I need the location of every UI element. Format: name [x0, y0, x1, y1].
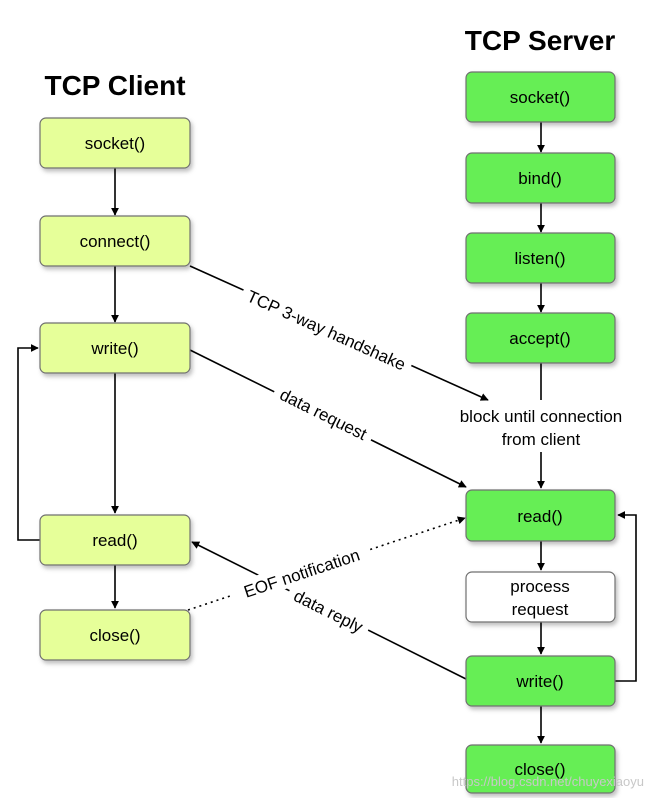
arrow-client-loop-read-write — [17, 344, 40, 541]
client-close-box: close() — [39, 609, 191, 661]
server-process-line2: request — [512, 600, 569, 619]
server-read-box: read() — [465, 489, 616, 542]
server-block-line1: block until connection — [460, 407, 623, 426]
server-arrows — [537, 122, 637, 744]
server-process-box: process request — [465, 571, 616, 623]
watermark-text: https://blog.csdn.net/chuyexiaoyu — [452, 774, 644, 789]
server-bind-label: bind() — [518, 169, 561, 188]
edge-label-handshake-group: TCP 3-way handshake — [238, 281, 416, 377]
client-write-label: write() — [90, 339, 138, 358]
server-socket-box: socket() — [465, 71, 616, 123]
client-write-box: write() — [39, 322, 191, 374]
client-socket-label: socket() — [85, 134, 145, 153]
server-write-box: write() — [465, 655, 616, 707]
server-process-line1: process — [510, 577, 570, 596]
edge-label-data-request: data request — [277, 385, 370, 444]
server-close-label: close() — [514, 760, 565, 779]
edge-label-data-reply-group: data reply — [284, 580, 374, 640]
edge-label-handshake: TCP 3-way handshake — [244, 287, 408, 375]
client-arrows — [17, 167, 119, 609]
server-accept-box: accept() — [465, 312, 616, 364]
server-block-line2: from client — [502, 430, 581, 449]
client-connect-label: connect() — [80, 232, 151, 251]
arrow-server-loop-write-read — [615, 511, 637, 682]
server-close-box: close() — [465, 744, 616, 794]
server-write-label: write() — [515, 672, 563, 691]
client-read-label: read() — [92, 531, 137, 550]
client-socket-box: socket() — [39, 117, 191, 169]
server-listen-box: listen() — [465, 232, 616, 284]
client-connect-box: connect() — [39, 215, 191, 267]
server-bind-box: bind() — [465, 152, 616, 204]
client-read-box: read() — [39, 514, 191, 566]
server-title: TCP Server — [465, 25, 616, 56]
edge-label-data-request-group: data request — [270, 379, 378, 448]
server-socket-label: socket() — [510, 88, 570, 107]
client-title: TCP Client — [44, 70, 185, 101]
server-accept-label: accept() — [509, 329, 570, 348]
server-read-label: read() — [517, 507, 562, 526]
server-listen-label: listen() — [514, 249, 565, 268]
client-close-label: close() — [89, 626, 140, 645]
